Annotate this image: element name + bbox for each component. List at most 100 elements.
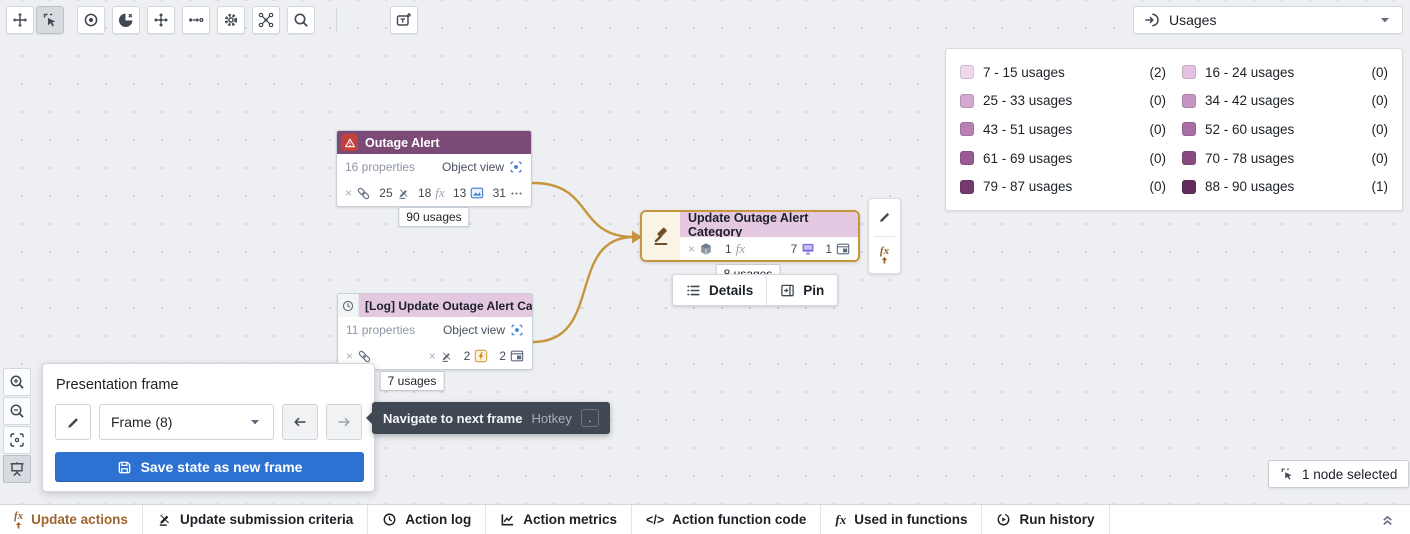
tab-action-function-code[interactable]: </> Action function code (632, 505, 822, 534)
monitor-icon (801, 242, 815, 256)
search-tool-button[interactable] (287, 6, 315, 34)
node-action-toolbar: Details Pin (672, 274, 839, 306)
app-window-icon (510, 349, 524, 363)
tab-action-log[interactable]: Action log (368, 505, 487, 534)
node-log-update-outage-alert[interactable]: [Log] Update Outage Alert Cate... 11 pro… (337, 293, 533, 370)
legend-count: (0) (1149, 150, 1167, 166)
object-view-link[interactable]: Object view (443, 323, 524, 337)
next-frame-button[interactable] (326, 404, 362, 440)
select-cursor-icon (42, 12, 58, 28)
zoom-in-button[interactable] (3, 368, 31, 396)
node-title: Outage Alert (365, 135, 440, 150)
frame-select-value: Frame (8) (111, 414, 173, 430)
focus-tool-button[interactable] (77, 6, 105, 34)
link-icon (356, 186, 371, 201)
stat-apps: 2 (499, 349, 524, 363)
properties-count: 16 properties (345, 160, 416, 174)
legend-label: 61 - 69 usages (983, 150, 1073, 166)
divider (766, 275, 768, 305)
function-edit-button[interactable]: fx (869, 236, 900, 273)
presentation-easel-icon (9, 461, 25, 477)
stat-writeback: × (429, 349, 453, 363)
zoom-out-button[interactable] (3, 397, 31, 425)
usages-dropdown[interactable]: Usages (1133, 6, 1403, 34)
pin-button[interactable]: Pin (767, 275, 837, 305)
stat-workshop: 7 (791, 242, 816, 256)
pin-label: Pin (803, 282, 825, 298)
usage-count-badge: 7 usages (379, 371, 445, 391)
chart-line-icon (500, 512, 515, 527)
tab-run-history[interactable]: Run history (982, 505, 1110, 534)
details-button[interactable]: Details (673, 275, 766, 305)
legend-count: (0) (1371, 150, 1389, 166)
tooltip-text: Navigate to next frame (383, 410, 523, 426)
add-text-frame-button[interactable] (390, 6, 418, 34)
pan-tool-button[interactable] (6, 6, 34, 34)
legend-label: 79 - 87 usages (983, 179, 1073, 195)
presentation-mode-button[interactable] (3, 455, 31, 483)
legend-count: (0) (1371, 64, 1389, 80)
details-label: Details (709, 282, 754, 298)
usages-dropdown-label: Usages (1169, 12, 1217, 28)
tab-action-metrics[interactable]: Action metrics (486, 505, 633, 534)
legend-swatch (1182, 179, 1196, 194)
expand-panel-button[interactable] (1372, 505, 1402, 534)
settings-tool-button[interactable] (217, 6, 245, 34)
connection-tool-button[interactable] (182, 6, 210, 34)
graph-canvas[interactable]: Usages 7 - 15 usages(2) 16 - 24 usages(0… (0, 0, 1410, 504)
tab-update-actions[interactable]: fx Update actions (0, 505, 143, 534)
save-state-button[interactable]: Save state as new frame (55, 452, 364, 482)
usages-legend-panel: 7 - 15 usages(2) 16 - 24 usages(0) 25 - … (945, 48, 1403, 211)
previous-frame-button[interactable] (282, 404, 318, 440)
frame-select-dropdown[interactable]: Frame (8) (99, 404, 274, 440)
cube-icon (699, 242, 713, 256)
chevron-down-icon (248, 415, 262, 429)
legend-count: (0) (1149, 93, 1167, 109)
node-header: Outage Alert (337, 131, 531, 154)
next-frame-tooltip: Navigate to next frame Hotkey . (366, 402, 610, 434)
legend-item: 34 - 42 usages(0) (1182, 87, 1388, 116)
warning-icon (341, 134, 358, 151)
gear-icon (223, 12, 239, 28)
arrow-right-icon (336, 414, 352, 430)
stat-value: × (428, 349, 436, 363)
edit-node-button[interactable] (869, 199, 900, 236)
pie-chart-remove-button[interactable] (112, 6, 140, 34)
stat-more[interactable]: 31 (493, 186, 523, 200)
node-edit-mini-panel: fx (868, 198, 901, 274)
tab-update-submission-criteria[interactable]: Update submission criteria (143, 505, 369, 534)
legend-item: 70 - 78 usages(0) (1182, 144, 1388, 173)
edit-frame-button[interactable] (55, 404, 91, 440)
tab-label: Action metrics (523, 512, 618, 527)
object-view-link[interactable]: Object view (442, 160, 523, 174)
tab-label: Action function code (672, 512, 807, 527)
select-tool-button[interactable] (36, 6, 64, 34)
app-window-icon (836, 242, 850, 256)
toolbar-separator (336, 8, 337, 32)
legend-count: (0) (1149, 179, 1167, 195)
zoom-out-icon (9, 403, 25, 419)
search-icon (293, 12, 309, 28)
legend-swatch (960, 151, 974, 166)
select-cursor-icon (1280, 467, 1294, 481)
object-view-label: Object view (441, 160, 504, 174)
save-state-label: Save state as new frame (140, 459, 303, 475)
tab-label: Update actions (31, 512, 128, 527)
graph-tool-button[interactable] (252, 6, 280, 34)
mini-panel-divider (874, 235, 895, 237)
tab-used-in-functions[interactable]: fx Used in functions (821, 505, 983, 534)
pencil-icon (878, 210, 892, 224)
stat-links: × (345, 186, 371, 201)
selection-status-label: 1 node selected (1302, 466, 1398, 482)
media-icon (470, 186, 484, 200)
run-history-icon (996, 512, 1011, 527)
layout-tool-button[interactable] (147, 6, 175, 34)
zoom-fit-button[interactable] (3, 426, 31, 454)
connection-icon (188, 12, 204, 28)
node-outage-alert[interactable]: Outage Alert 16 properties Object view ×… (336, 130, 532, 207)
arrow-into-circle-icon (1144, 12, 1160, 28)
link-icon (357, 349, 372, 364)
tooltip-hotkey-key: . (580, 409, 599, 427)
